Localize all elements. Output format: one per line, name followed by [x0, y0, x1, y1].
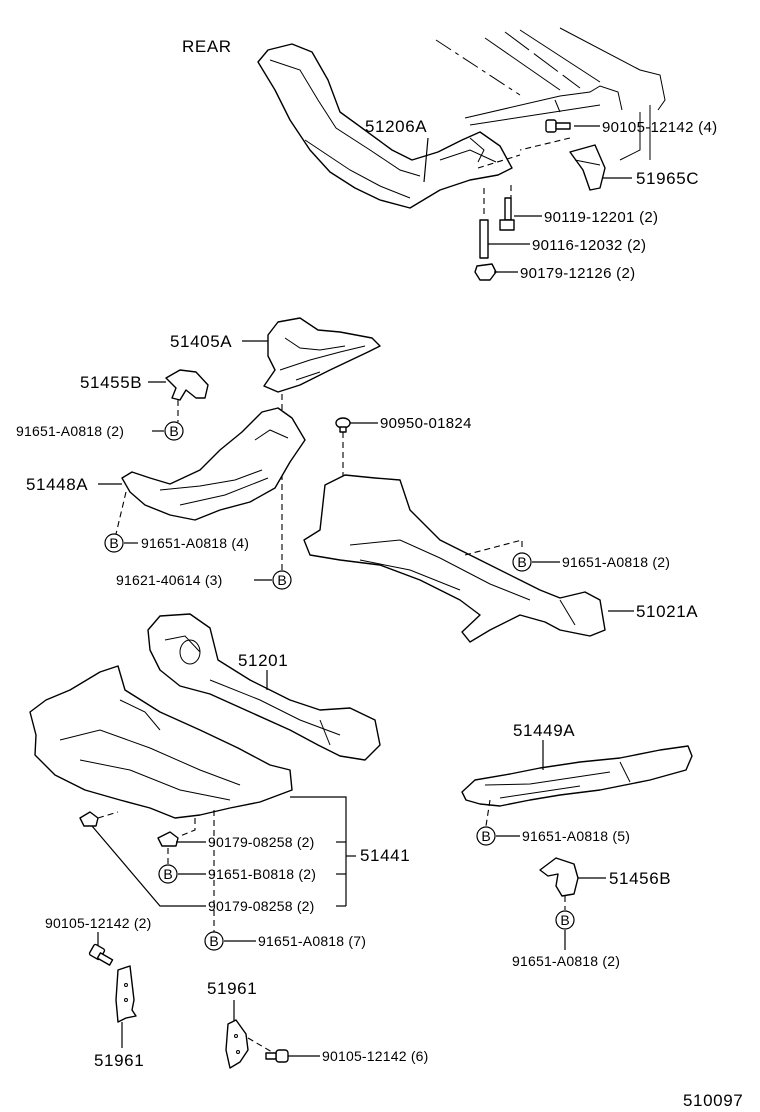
stud-icon: [479, 219, 489, 259]
part-51405A-cover[interactable]: [263, 317, 381, 393]
callout-b-marker: [104, 533, 124, 553]
fastener-label-90119-12201-2: 90119-12201 (2): [544, 209, 658, 226]
part-51021A-frame[interactable]: [303, 474, 606, 643]
callout-b-letter: B: [169, 423, 178, 439]
callout-b-marker: [555, 910, 575, 930]
fastener-label-90105-12142-2: 90105-12142 (2): [45, 915, 152, 931]
part-label-51448A: 51448A: [26, 475, 88, 494]
callout-b-letter: B: [209, 933, 218, 949]
callout-b-letter: B: [517, 554, 526, 570]
part-51961-bracket-left[interactable]: [115, 965, 137, 1023]
callout-b-marker: [272, 570, 292, 590]
rear-orientation-label: REAR: [182, 37, 232, 56]
part-label-51961-right: 51961: [207, 979, 257, 998]
part-51206A-crossmember[interactable]: [257, 43, 513, 209]
fastener-label-90950-01824: 90950-01824: [380, 415, 472, 432]
part-label-51405A: 51405A: [170, 332, 232, 351]
clip-icon: [157, 831, 179, 847]
part-label-51965C: 51965C: [636, 169, 699, 188]
bolt-icon: [545, 119, 571, 133]
part-label-51456B: 51456B: [609, 869, 671, 888]
callout-b-marker: [476, 826, 496, 846]
callout-b-letter: B: [163, 866, 172, 882]
fastener-label-90116-12032-2: 90116-12032 (2): [532, 237, 646, 254]
fastener-label-91651-A0818-2c: 91651-A0818 (2): [512, 953, 620, 969]
part-label-51455B: 51455B: [80, 373, 142, 392]
fastener-label-90105-12142-6: 90105-12142 (6): [322, 1048, 429, 1064]
fastener-label-90179-08258-2a: 90179-08258 (2): [208, 834, 315, 850]
part-51449A-cover[interactable]: [461, 745, 693, 807]
fastener-label-90179-12126-2: 90179-12126 (2): [520, 265, 635, 282]
part-label-51441: 51441: [360, 846, 410, 865]
part-label-51206A: 51206A: [365, 117, 427, 136]
part-label-51021A: 51021A: [636, 602, 698, 621]
callout-b-marker: [512, 552, 532, 572]
callout-b-letter: B: [277, 572, 286, 588]
figure-code: 510097: [683, 1091, 743, 1110]
part-51441-under-cover[interactable]: [29, 665, 293, 819]
fastener-label-91651-A0818-2: 91651-A0818 (2): [16, 423, 124, 439]
fastener-label-91651-A0818-4: 91651-A0818 (4): [141, 535, 249, 551]
callout-b-marker: [164, 421, 184, 441]
vehicle-body-outline: [435, 27, 666, 161]
part-label-51201: 51201: [238, 651, 288, 670]
part-51961-bracket-right[interactable]: [225, 1019, 249, 1069]
bolt-icon: [499, 197, 515, 231]
part-51455B-bracket[interactable]: [165, 369, 209, 401]
part-51456B-bracket[interactable]: [539, 857, 579, 897]
callout-b-letter: B: [109, 535, 118, 551]
nut-icon: [474, 263, 497, 281]
fastener-label-90179-08258-2b: 90179-08258 (2): [208, 898, 315, 914]
callout-b-letter: B: [560, 912, 569, 928]
part-51965C-bracket[interactable]: [569, 144, 606, 191]
plug-icon: [335, 417, 351, 433]
clip-icon: [79, 811, 99, 827]
part-51201-crossmember[interactable]: [147, 613, 381, 761]
part-label-51961-left: 51961: [94, 1051, 144, 1070]
part-51448A-cover[interactable]: [121, 407, 306, 521]
bolt-icon: [265, 1049, 289, 1063]
fastener-label-91651-B0818-2: 91651-B0818 (2): [208, 866, 316, 882]
fastener-label-90105-12142-4: 90105-12142 (4): [602, 119, 717, 136]
fastener-label-91651-A0818-2b: 91651-A0818 (2): [562, 554, 670, 570]
part-label-51449A: 51449A: [513, 721, 575, 740]
fastener-label-91651-A0818-5: 91651-A0818 (5): [522, 828, 630, 844]
callout-b-marker: [204, 931, 224, 951]
fastener-label-91621-40614-3: 91621-40614 (3): [116, 572, 223, 588]
callout-b-letter: B: [481, 828, 490, 844]
callout-b-marker: [158, 864, 178, 884]
fastener-label-91651-A0818-7: 91651-A0818 (7): [258, 933, 366, 949]
bolt-icon: [88, 943, 114, 966]
